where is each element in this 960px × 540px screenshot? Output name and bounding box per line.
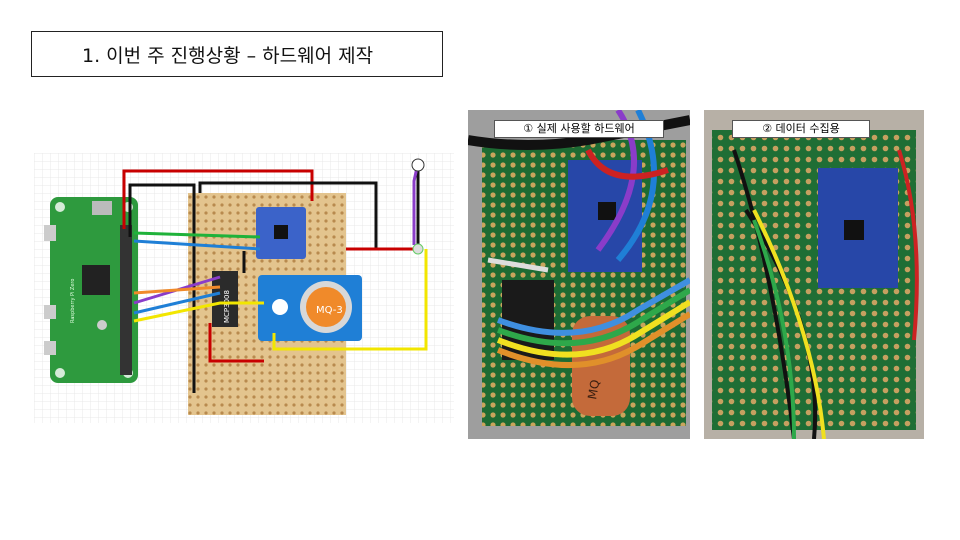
hardware-photo-1: MQ ① 실제 사용할 하드웨어 (468, 110, 690, 439)
mq3-sensor: MQ-3 (258, 275, 362, 341)
sensor-label: MQ-3 (316, 305, 343, 316)
hardware-photo-2: ② 데이터 수집용 (704, 110, 924, 439)
photo-caption-2: ② 데이터 수집용 (732, 120, 870, 138)
wiring-diagram: Raspberry Pi Zero MCP3008 MQ-3 (34, 153, 454, 423)
mcp3008-chip: MCP3008 (212, 271, 238, 327)
raspberry-pi-board: Raspberry Pi Zero (44, 197, 138, 383)
mpu-module (256, 207, 306, 259)
pi-label: Raspberry Pi Zero (70, 279, 76, 323)
slide-title: 1. 이번 주 진행상황 – 하드웨어 제작 (31, 31, 443, 77)
wires (122, 162, 428, 393)
chip-label: MCP3008 (223, 290, 231, 323)
svg-text:MQ: MQ (585, 379, 602, 401)
photo-caption-1: ① 실제 사용할 하드웨어 (494, 120, 664, 138)
